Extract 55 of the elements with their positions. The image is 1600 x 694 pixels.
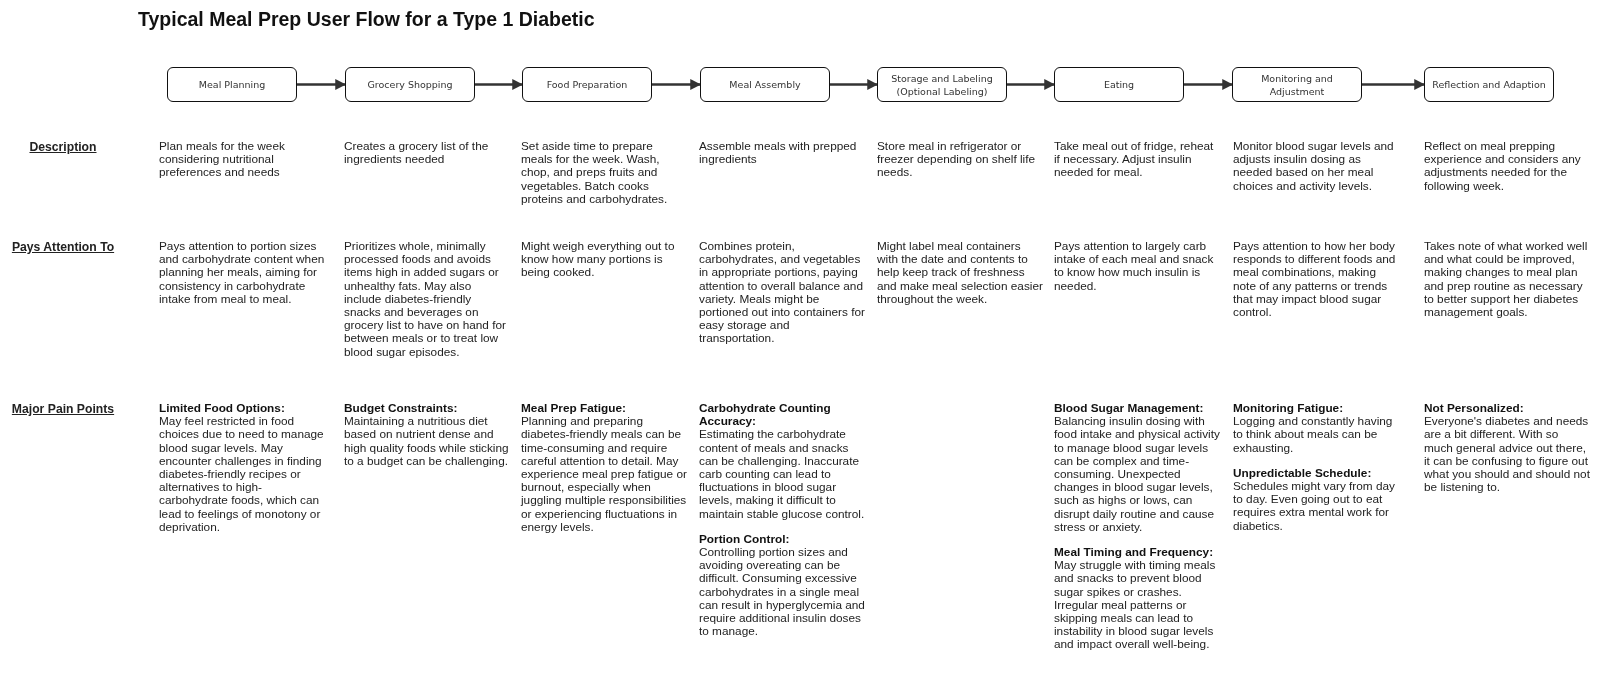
description-text: Might weigh everything out to know how many portions is being cooked. [521, 240, 676, 280]
pain-point-text: Balancing insulin dosing with food intake and physical activity to manage blood sugar levels can be complex and time-consuming. Unexpected changes in blood sugar levels, such as highs or lows, can disrupt daily routine and cause stress or anxiety. [1054, 415, 1220, 535]
pain-point-text: Controlling portion sizes and avoiding overeating can be difficult. Consuming excessive carbohydrates in a single meal can result in hyperglycemia and require additional insulin doses to manage. [699, 546, 865, 639]
process-box: Reflection and Adaption [1424, 67, 1554, 102]
description-text: Assemble meals with prepped ingredients [699, 140, 858, 167]
row-header: Description [28, 140, 98, 154]
process-box: Meal Planning [167, 67, 297, 102]
arrow [1007, 79, 1056, 90]
pain-point-title: Meal Prep Fatigue: [521, 402, 627, 416]
process-box: Food Preparation [522, 67, 652, 102]
row-header: Major Pain Points [10, 402, 116, 416]
description-text: Takes note of what worked well and what could be improved, making changes to meal plan and prep routine as necessary to better support her diabetes management goals. [1424, 240, 1589, 320]
description-text: Creates a grocery list of the ingredients needed [344, 140, 490, 167]
arrow [297, 79, 347, 90]
pain-point-text: Maintaining a nutritious diet based on nutrient dense and high quality foods while sticking to a budget can be challenging. [344, 415, 510, 468]
arrow [652, 79, 702, 90]
title: Typical Meal Prep User Flow for a Type 1 Diabetic [138, 8, 595, 31]
description-text: Might label meal containers with the date and contents to help keep track of freshness and make meal selection easier throughout the week. [877, 240, 1043, 306]
description-text: Combines protein, carbohydrates, and vegetables in appropriate portions, paying attention to overall balance and variety. Meals might be portioned out into containers for easy storage and transportation. [699, 240, 865, 346]
pain-point-text: Planning and preparing diabetes-friendly meals can be time-consuming and require careful attention to detail. May experience meal prep fatigue or burnout, especially when juggling multiple responsibilities or experiencing fluctuations in energy levels. [521, 415, 687, 535]
pain-point-title: Monitoring Fatigue: [1233, 402, 1345, 416]
pain-point-title: Meal Timing and Frequency: [1054, 546, 1215, 560]
description-text: Prioritizes whole, minimally processed foods and avoids items high in added sugars or unhealthy fats. May also include diabetes-friendly snacks and beverages on grocery list to have on hand for between meals or to treat low blood sugar episodes. [344, 240, 507, 359]
description-text: Monitor blood sugar levels and adjusts insulin dosing as needed based on her meal choices and activity levels. [1233, 140, 1395, 193]
pain-point-title: Unpredictable Schedule: [1233, 466, 1373, 480]
description-text: Store meal in refrigerator or freezer depending on shelf life needs. [877, 140, 1037, 180]
pain-point-title: Carbohydrate Counting Accuracy: [699, 402, 832, 429]
process-box: Grocery Shopping [345, 67, 475, 102]
pain-point-title: Limited Food Options: [159, 402, 286, 416]
description-text: Plan meals for the week considering nutritional preferences and needs [159, 140, 286, 180]
pain-point-title: Portion Control: [699, 532, 791, 547]
arrow [475, 79, 524, 90]
arrow [1184, 79, 1234, 90]
row-header: Pays Attention To [10, 240, 116, 254]
process-box: Eating [1054, 67, 1184, 102]
pain-point-title: Budget Constraints: [344, 402, 459, 416]
pain-point-text: May feel restricted in food choices due to need to manage blood sugar levels. May encounter challenges in finding diabetes-friendly recipes or alternatives to high-carbohydrate foods, which can lead to feelings of monotony or deprivation. [159, 415, 325, 535]
description-text: Pays attention to how her body responds to different foods and meal combinations, making note of any patterns or trends that may impact blood sugar control. [1233, 240, 1397, 320]
pain-point-text: May struggle with timing meals and snacks to prevent blood sugar spikes or crashes. Irregular meal patterns or skipping meals can lead to instability in blood sugar levels and impact overall well-being. [1054, 559, 1217, 652]
description-text: Pays attention to largely carb intake of each meal and snack to know how much insulin is needed. [1054, 240, 1215, 293]
pain-point-text: Logging and constantly having to think about meals can be exhausting. [1233, 415, 1394, 455]
process-box: Monitoring and Adjustment [1232, 67, 1362, 102]
process-box: Meal Assembly [700, 67, 830, 102]
pain-point-text: Estimating the carbohydrate content of meals and snacks can be challenging. Inaccurate carb counting can lead to fluctuations in blood sugar levels, making it difficult to maintain stable glucose control. [699, 428, 865, 521]
process-box: Storage and Labeling (Optional Labeling) [877, 67, 1007, 102]
pain-point-title: Blood Sugar Management: [1054, 402, 1205, 416]
arrow [1362, 79, 1426, 90]
description-text: Take meal out of fridge, reheat if necessary. Adjust insulin needed for meal. [1054, 140, 1215, 180]
arrow [830, 79, 879, 90]
description-text: Set aside time to prepare meals for the week. Wash, chop, and preps fruits and vegetables. Batch cooks proteins and carbohydrates. [521, 140, 669, 206]
pain-point-text: Everyone's diabetes and needs are a bit different. With so much general advice out there, it can be confusing to figure out what you should and should not be listening to. [1424, 415, 1590, 495]
pain-point-text: Schedules might vary from day to day. Even going out to eat requires extra mental work for diabetics. [1233, 480, 1396, 533]
pain-point-title: Not Personalized: [1424, 402, 1525, 416]
description-text: Reflect on meal prepping experience and considers any adjustments needed for the following week. [1424, 140, 1582, 193]
description-text: Pays attention to portion sizes and carbohydrate content when planning her meals, aiming for consistency in carbohydrate intake from meal to meal. [159, 240, 325, 306]
